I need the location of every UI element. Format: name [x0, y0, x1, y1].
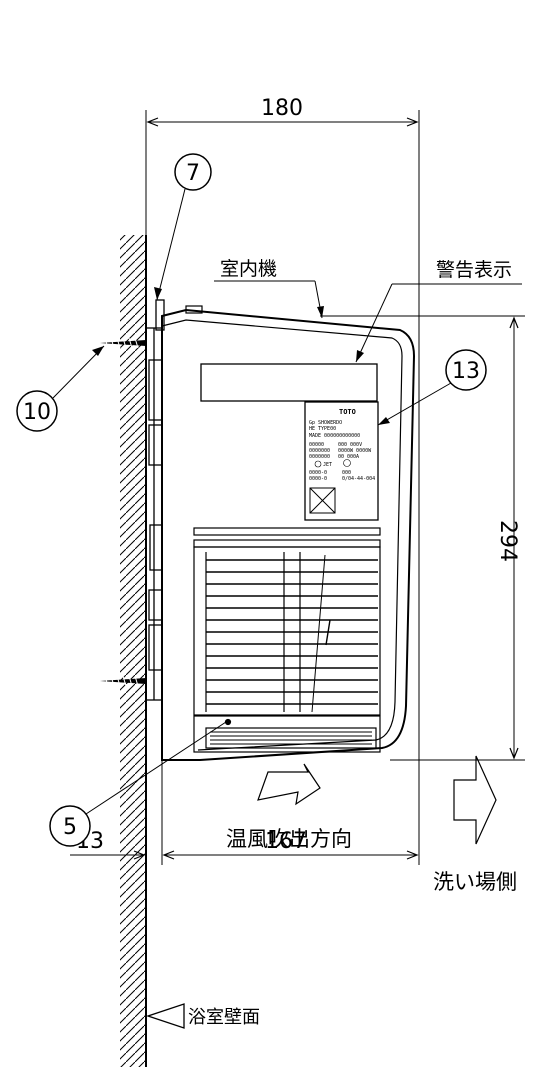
bathroom-wall-text: 浴室壁面	[188, 1007, 260, 1028]
callout-10: 10	[16, 345, 105, 432]
nameplate-line2: HE TYPE00	[309, 426, 336, 432]
bathroom-wall-label: 浴室壁面	[145, 1003, 260, 1029]
dimension-180: 180	[145, 96, 420, 865]
wash-area-side: 洗い場側	[433, 755, 517, 894]
callout-10-text: 10	[23, 400, 51, 425]
warm-air-direction: 温風吹出方向	[226, 763, 352, 851]
dim-294-text: 294	[495, 520, 520, 562]
nameplate-row3a: 0000000	[309, 454, 330, 460]
nameplate-line1: Gp SHOWERDO	[309, 420, 342, 426]
callout-5: 5	[49, 721, 227, 847]
nameplate-row5a: 0000-0	[309, 476, 327, 482]
nameplate-row1a: 00000	[309, 442, 324, 448]
indoor-unit-body	[161, 305, 416, 761]
bathroom-wall	[120, 235, 147, 1067]
warning-label: 警告表示	[355, 259, 522, 363]
indoor-unit-text: 室内機	[220, 258, 277, 280]
nameplate-row5b: 0/04-44-004	[342, 476, 375, 482]
nameplate-mark: JET	[323, 462, 332, 468]
dim-167-text: 167	[265, 829, 307, 854]
warning-display-area	[200, 363, 378, 402]
nameplate-line3: MADE 000000000000	[309, 433, 360, 439]
nameplate-row3b: 00 000A	[338, 454, 359, 460]
nameplate: TOTO Gp SHOWERDO HE TYPE00 MADE 00000000…	[304, 401, 379, 521]
callout-7: 7	[154, 153, 212, 301]
nameplate-row4b: 000	[342, 470, 351, 476]
screw-upper	[100, 337, 146, 349]
dim-180-text: 180	[261, 96, 303, 121]
wash-area-side-text: 洗い場側	[433, 870, 517, 894]
callout-7-text: 7	[186, 161, 200, 186]
warm-air-direction-text: 温風吹出方向	[226, 827, 352, 851]
nameplate-row4a: 0000-0	[309, 470, 327, 476]
callout-13-text: 13	[452, 359, 480, 384]
indoor-unit-label: 室内機	[214, 258, 324, 319]
callout-5-text: 5	[63, 815, 77, 840]
warning-label-text: 警告表示	[436, 259, 512, 281]
nameplate-row2b: 0000W 0000W	[338, 448, 372, 454]
wall-screws	[100, 337, 146, 687]
dimension-294: 294	[320, 315, 525, 761]
nameplate-brand: TOTO	[339, 408, 356, 416]
screw-lower	[100, 675, 146, 687]
callout-13: 13	[377, 349, 487, 426]
nameplate-row1b: 000 000V	[338, 442, 362, 448]
air-grille	[193, 527, 381, 753]
nameplate-row2a: 0000000	[309, 448, 330, 454]
